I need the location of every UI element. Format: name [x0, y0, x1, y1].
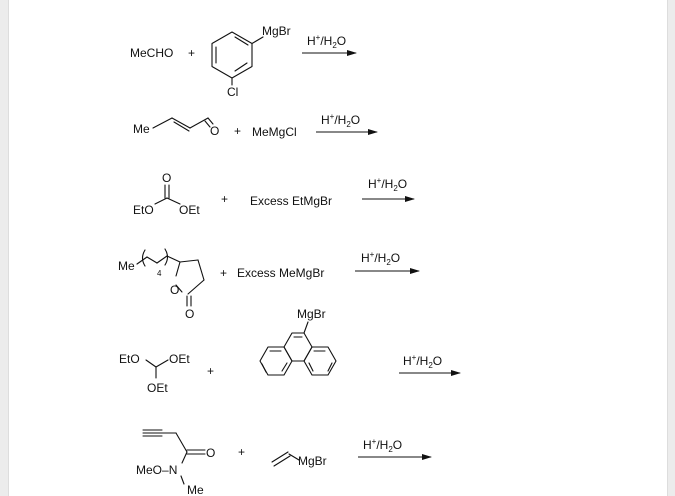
plus-sign: + [238, 445, 245, 459]
crotonaldehyde-structure [152, 117, 214, 132]
reaction-5: EtO OEt OEt + [119, 307, 461, 395]
plus-sign: + [188, 46, 195, 60]
reagent-excess-etmgbr: Excess EtMgBr [250, 194, 332, 208]
ethoxy-2: OEt [169, 352, 190, 366]
reagent-memgcl: MeMgCl [252, 125, 297, 139]
ethoxy-right: OEt [179, 203, 200, 217]
plus-sign: + [207, 364, 214, 378]
carbonyl-oxygen: O [185, 307, 194, 321]
reaction-arrow-4: H+/H2O [355, 250, 420, 274]
arrow-condition: H+/H2O [368, 176, 407, 193]
aryl-grignard-structure [211, 31, 264, 86]
methyl-label: Me [118, 259, 135, 273]
reactant-mecho: MeCHO [130, 46, 173, 60]
mgbr-label: MgBr [297, 307, 326, 321]
arrow-condition: H+/H2O [363, 437, 402, 454]
reaction-6: O MeO–N Me + MgBr H+/H2O [136, 429, 432, 496]
reaction-arrow-6: H+/H2O [358, 437, 432, 460]
plus-sign: + [221, 192, 228, 206]
arrow-condition: H+/H2O [403, 353, 442, 370]
reaction-1: MeCHO + MgBr Cl H+/H2O [130, 24, 357, 99]
ethoxy-3: OEt [147, 381, 168, 395]
vinyl-grignard-structure [271, 451, 300, 467]
chloro-label: Cl [227, 85, 238, 99]
right-page-edge [667, 0, 675, 496]
ring-oxygen: O [170, 283, 179, 297]
reaction-4: Me 4 O O + Excess MeMgBr [118, 248, 420, 321]
ethoxy-left: EtO [133, 203, 154, 217]
carbonyl-oxygen: O [162, 171, 171, 185]
left-page-edge [0, 0, 9, 496]
plus-sign: + [220, 266, 227, 280]
carbonyl-oxygen: O [206, 446, 215, 460]
reaction-2: Me O + MeMgCl H+/H2O [133, 112, 378, 139]
reaction-3: O EtO OEt + Excess EtMgBr H+/H2O [133, 171, 415, 217]
methoxy-amine-label: MeO–N [136, 463, 177, 477]
weinreb-amide-structure [142, 429, 206, 485]
orthoformate-structure [145, 359, 169, 379]
phenanthryl-grignard-structure [259, 321, 337, 376]
reagent-excess-memgbr: Excess MeMgBr [237, 266, 324, 280]
reaction-arrow-2: H+/H2O [316, 112, 378, 135]
mgbr-label: MgBr [262, 24, 291, 38]
methyl-label: Me [133, 122, 150, 136]
reaction-arrow-3: H+/H2O [362, 176, 415, 202]
diethyl-carbonate-structure [154, 184, 181, 205]
lactone-structure [136, 248, 205, 307]
reaction-arrow-5: H+/H2O [399, 353, 461, 376]
arrow-condition: H+/H2O [307, 33, 346, 50]
mgbr-label: MgBr [298, 454, 327, 468]
ethoxy-1: EtO [119, 352, 140, 366]
arrow-condition: H+/H2O [321, 112, 360, 129]
reaction-arrow-1: H+/H2O [302, 33, 357, 56]
repeat-count: 4 [157, 269, 162, 278]
plus-sign: + [234, 124, 241, 138]
n-methyl-label: Me [187, 483, 204, 496]
aldehyde-oxygen: O [210, 124, 219, 138]
arrow-condition: H+/H2O [361, 250, 400, 267]
